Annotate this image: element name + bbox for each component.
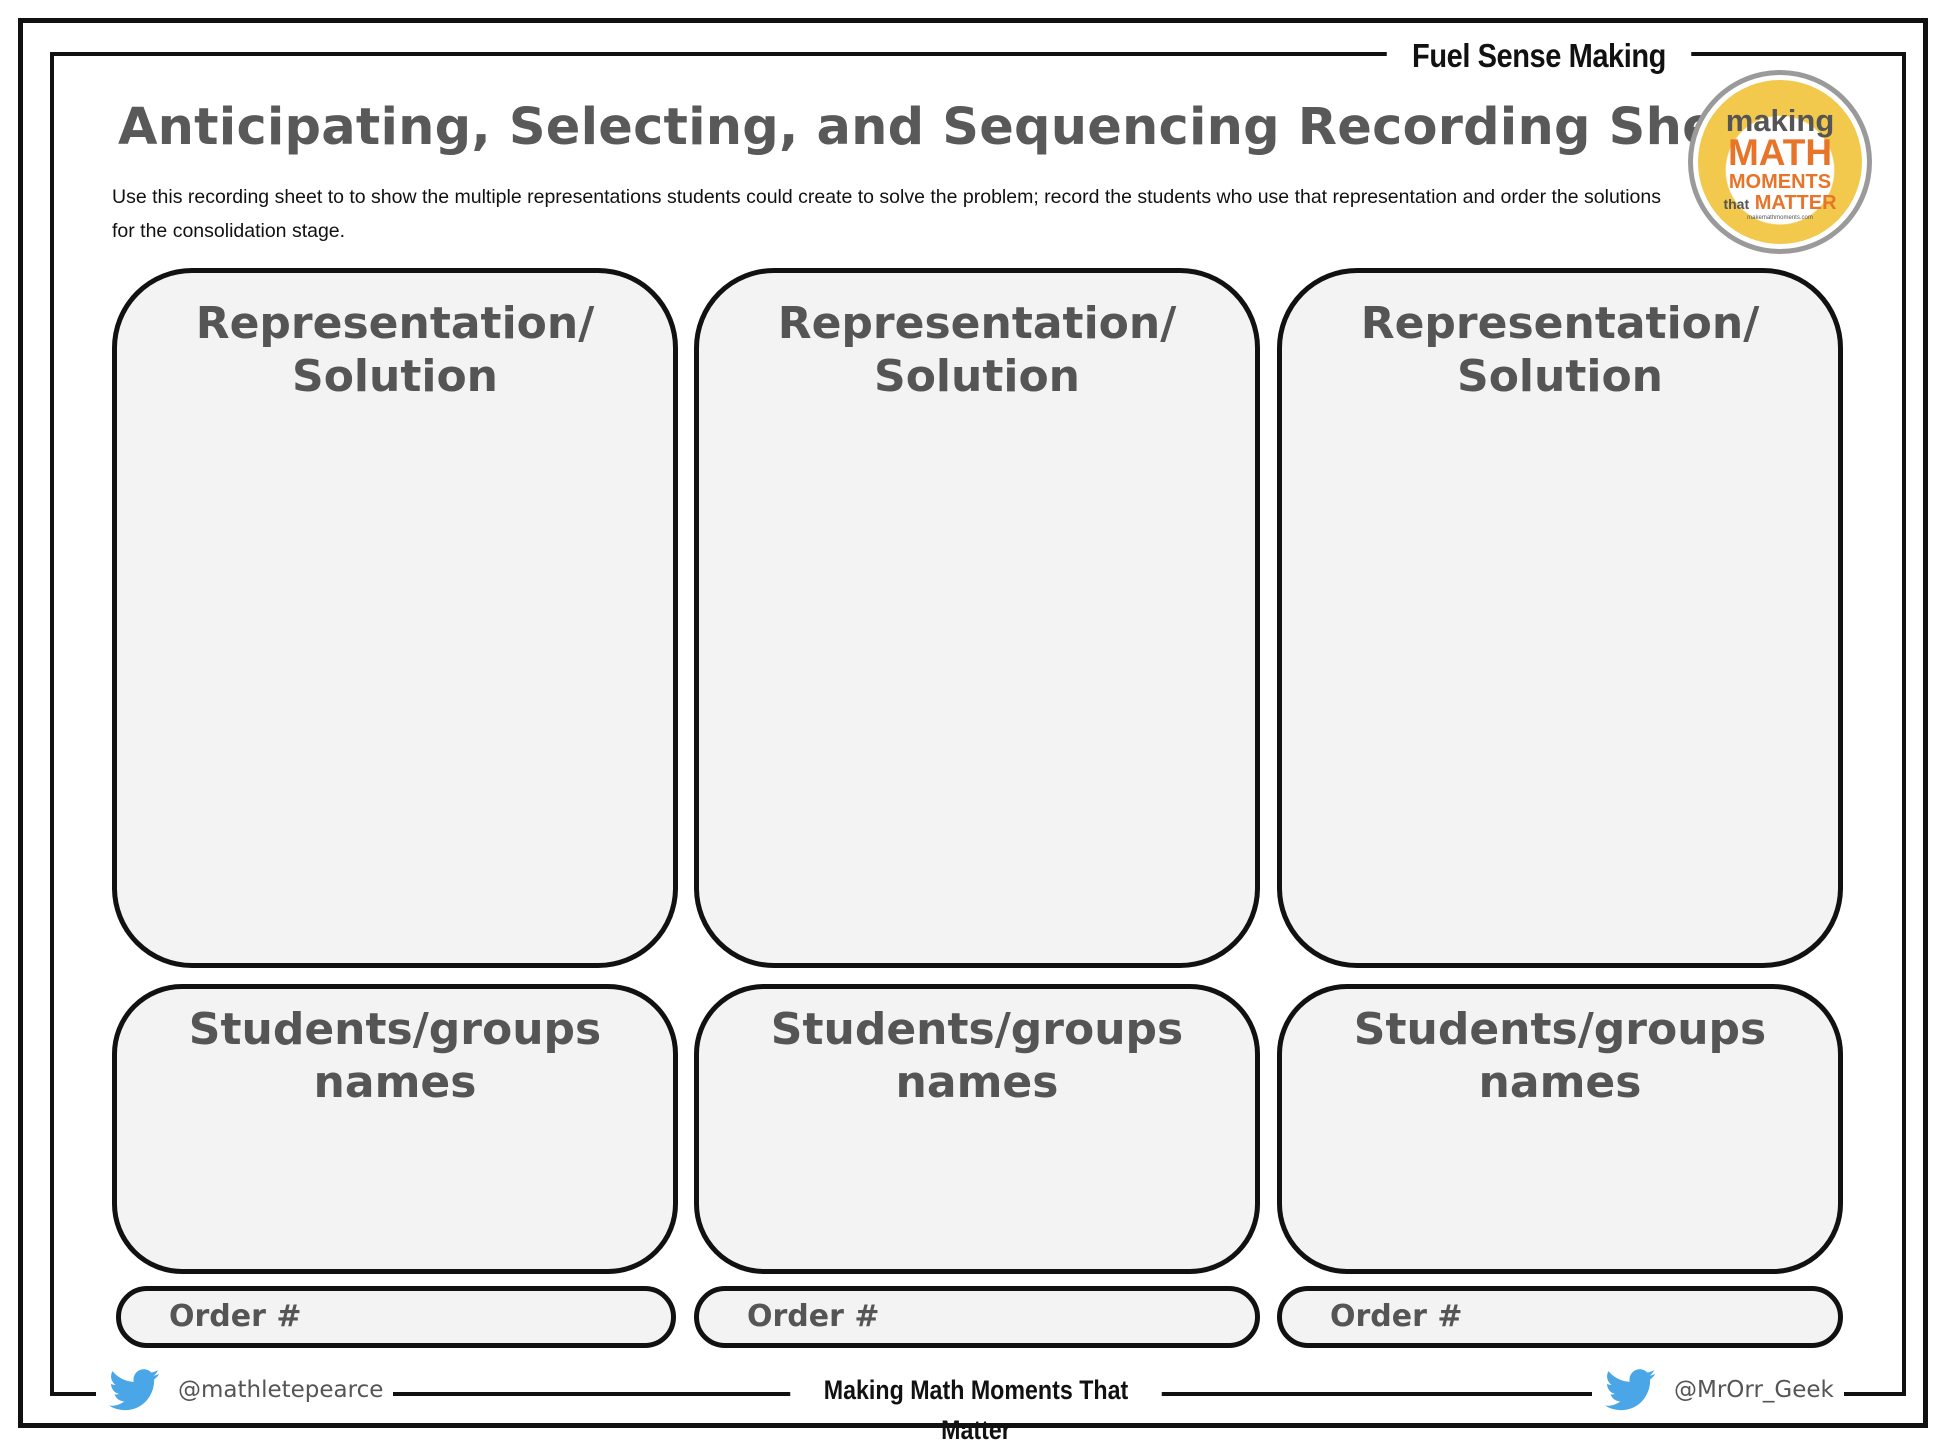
representation-label: Representation/ Solution (777, 298, 1177, 402)
footer-left-handle: @mathletepearce (96, 1366, 394, 1414)
order-box-2[interactable]: Order # (694, 1286, 1260, 1348)
students-box-3[interactable]: Students/groups names (1277, 984, 1843, 1274)
left-handle-text: @mathletepearce (178, 1377, 384, 1403)
students-label: Students/groups names (1353, 1004, 1767, 1108)
order-box-1[interactable]: Order # (116, 1286, 676, 1348)
students-box-2[interactable]: Students/groups names (694, 984, 1260, 1274)
outer-frame (18, 18, 1928, 1428)
representation-box-2[interactable]: Representation/ Solution (694, 268, 1260, 968)
representation-box-1[interactable]: Representation/ Solution (112, 268, 678, 968)
inner-frame-right (1902, 52, 1906, 1396)
students-box-1[interactable]: Students/groups names (112, 984, 678, 1274)
students-label: Students/groups names (188, 1004, 602, 1108)
order-label: Order # (747, 1299, 880, 1334)
order-label: Order # (169, 1299, 302, 1334)
logo-math: MATH (1727, 132, 1833, 173)
page-title: Anticipating, Selecting, and Sequencing … (118, 98, 1777, 157)
making-math-moments-logo: making MATH MOMENTS that MATTER makemath… (1688, 70, 1872, 254)
logo-matter: MATTER (1754, 192, 1837, 214)
logo-moments: MOMENTS (1728, 171, 1832, 193)
logo-url: makemathmoments.com (1747, 215, 1813, 221)
twitter-bird-icon (108, 1369, 160, 1411)
inner-frame-left (50, 52, 54, 1396)
logo-that: that (1723, 196, 1750, 212)
representation-box-3[interactable]: Representation/ Solution (1277, 268, 1843, 968)
instructions: Use this recording sheet to to show the … (112, 186, 1661, 242)
order-label: Order # (1330, 1299, 1463, 1334)
representation-label: Representation/ Solution (1360, 298, 1760, 402)
order-box-3[interactable]: Order # (1277, 1286, 1843, 1348)
twitter-bird-icon (1604, 1369, 1656, 1411)
students-label: Students/groups names (770, 1004, 1184, 1108)
right-handle-text: @MrOrr_Geek (1674, 1377, 1834, 1403)
inner-frame-top (50, 52, 1906, 56)
logo-that-matter: that MATTER (1723, 193, 1836, 213)
header-tag: Fuel Sense Making (1386, 32, 1692, 80)
footer-right-handle: @MrOrr_Geek (1592, 1366, 1844, 1414)
footer-center-text: Making Math Moments That Matter (790, 1370, 1162, 1445)
logo-making: making (1725, 103, 1835, 138)
representation-label: Representation/ Solution (195, 298, 595, 402)
